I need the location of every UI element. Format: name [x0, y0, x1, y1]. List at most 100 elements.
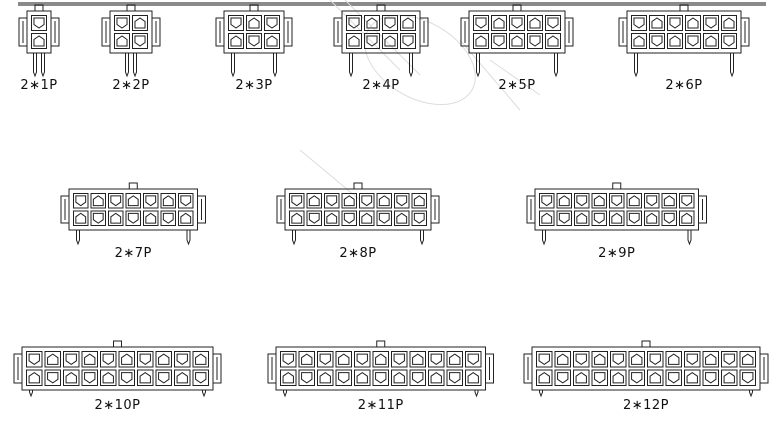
pin-contact — [338, 372, 350, 384]
pin-cell — [143, 193, 159, 209]
pin-contact — [230, 17, 242, 29]
housing-outline — [223, 10, 285, 54]
pin-contact — [248, 35, 260, 47]
pin-cell — [647, 351, 664, 368]
pin-contact — [47, 372, 59, 384]
pin-cell — [703, 15, 719, 31]
side-latch — [740, 17, 750, 47]
pin-cell — [649, 33, 665, 49]
top-latch — [641, 340, 651, 348]
pin-contact — [612, 371, 624, 384]
pin-contact — [430, 371, 442, 384]
pin-contact — [628, 195, 640, 207]
pin-cell — [591, 210, 607, 226]
pin-cell — [118, 369, 135, 386]
side-latch — [419, 17, 429, 47]
pin-cell — [644, 193, 660, 209]
pin-contact — [301, 372, 313, 384]
pin-cell — [394, 193, 410, 209]
pin-cell — [108, 193, 124, 209]
side-latch — [526, 195, 536, 224]
mounting-peg — [420, 230, 424, 246]
pin-cell — [631, 33, 647, 49]
pin-cell — [685, 15, 701, 31]
pin-cell — [679, 193, 695, 209]
pin-cell — [556, 210, 572, 226]
pin-cell — [400, 15, 416, 31]
pin-cell — [372, 369, 389, 386]
side-latch — [460, 17, 470, 47]
pin-contact — [493, 17, 505, 29]
pin-cell — [609, 210, 625, 226]
pin-cell — [354, 351, 371, 368]
connector-11 — [267, 340, 494, 398]
pin-cell — [174, 351, 191, 368]
pin-cell — [376, 210, 392, 226]
pin-cell — [341, 210, 357, 226]
side-latch — [212, 353, 222, 384]
pin-contact — [139, 353, 151, 366]
pin-cell — [721, 369, 738, 386]
mounting-peg — [76, 230, 80, 246]
pin-contact — [538, 353, 550, 366]
pin-cell — [346, 33, 362, 49]
side-latch — [101, 17, 111, 47]
pin-contact — [633, 17, 645, 29]
pin-contact — [102, 371, 114, 384]
pin-contact — [266, 17, 278, 29]
pin-contact — [529, 17, 541, 29]
pin-contact — [402, 17, 414, 29]
pin-cell — [609, 193, 625, 209]
pin-contact — [631, 353, 643, 365]
mounting-peg — [634, 53, 638, 78]
pin-contact — [402, 35, 414, 47]
side-latch — [430, 195, 440, 224]
top-latch — [126, 4, 136, 12]
pin-cell — [591, 369, 608, 386]
side-latch — [283, 17, 293, 47]
pin-cell — [298, 369, 315, 386]
pin-cell — [545, 15, 561, 31]
mounting-peg — [474, 390, 479, 398]
pin-contact — [326, 212, 338, 224]
pin-contact — [308, 195, 320, 207]
pin-contact — [361, 212, 373, 224]
pin-cell — [90, 193, 106, 209]
top-latch — [249, 4, 259, 12]
pin-contact — [127, 212, 139, 224]
pin-cell — [702, 351, 719, 368]
pin-cell — [679, 210, 695, 226]
side-latch — [759, 353, 769, 384]
housing-outline — [626, 10, 742, 54]
pin-cell — [628, 369, 645, 386]
pin-contact — [430, 353, 442, 366]
pin-cell — [382, 15, 398, 31]
pin-contact — [687, 17, 699, 29]
pin-cell — [359, 193, 375, 209]
pin-cell — [473, 33, 489, 49]
pin-cell — [703, 33, 719, 49]
pin-cell — [44, 369, 61, 386]
pin-contact — [541, 195, 553, 207]
pin-contact — [366, 17, 378, 29]
mounting-peg — [133, 53, 137, 78]
pin-contact — [493, 35, 505, 47]
pin-contact — [705, 17, 717, 29]
connector-10 — [13, 340, 222, 398]
pin-contact — [594, 372, 606, 384]
pin-cell — [306, 210, 322, 226]
connector-9 — [526, 182, 707, 246]
pin-cell — [527, 33, 543, 49]
pin-contact — [384, 17, 396, 29]
pin-contact — [110, 195, 122, 207]
connector-3 — [215, 4, 293, 78]
pin-contact — [633, 35, 645, 47]
side-latch — [267, 353, 277, 384]
pin-contact — [291, 195, 303, 207]
side-latch — [618, 17, 628, 47]
pin-cell — [317, 351, 334, 368]
connector-label: 2∗3P — [235, 78, 273, 93]
top-latch — [128, 182, 138, 190]
pin-cell — [306, 193, 322, 209]
